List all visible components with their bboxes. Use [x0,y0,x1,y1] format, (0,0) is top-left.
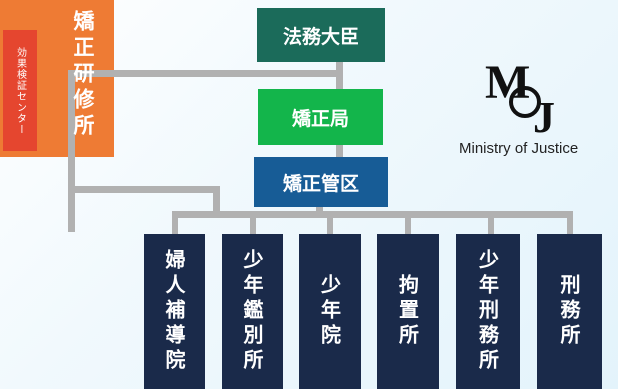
facility-label: 婦人補導院 [162,249,186,374]
facility-juvenile-prison: 少年刑務所 [456,234,520,389]
connector-drop-1 [172,211,178,234]
correction-bureau-box: 矯正局 [258,89,383,145]
effect-verification-center-box: 効果検証センター [3,30,37,151]
facility-label: 刑務所 [557,274,581,349]
connector-mid-branch [68,186,220,193]
minister-box: 法務大臣 [257,8,385,62]
facility-label: 拘置所 [395,274,420,349]
facility-detention-house: 拘置所 [377,234,439,389]
bureau-label: 矯正局 [291,107,349,130]
svg-text:M: M [485,56,530,109]
regional-correction-box: 矯正管区 [254,157,388,207]
connector-drop-2 [250,211,256,234]
logo-caption: Ministry of Justice [459,140,579,157]
connector-drop-4 [405,211,411,234]
training-institute-label-wrap: 矯正研修所 [58,10,108,150]
svg-text:J: J [533,93,555,136]
facility-juvenile-classification-home: 少年鑑別所 [222,234,283,389]
facility-prison: 刑務所 [537,234,602,389]
connector-top-branch [68,70,343,77]
connector-drop-5 [488,211,494,234]
facility-label: 少年鑑別所 [240,249,264,374]
regional-label: 矯正管区 [282,172,359,195]
connector-mid-drop [213,186,220,214]
facility-juvenile-training-school: 少年院 [299,234,361,389]
training-institute-label: 矯正研修所 [71,10,95,140]
facility-label: 少年刑務所 [475,249,500,374]
connector-facility-bar [172,211,573,218]
connector-drop-6 [567,211,573,234]
minister-label: 法務大臣 [282,25,359,48]
connector-left-spine [68,70,75,232]
training-institute-box: 効果検証センター 矯正研修所 [0,0,114,157]
connector-drop-3 [327,211,333,234]
effect-verification-center-label: 効果検証センター [14,46,26,135]
facility-label: 少年院 [317,274,342,349]
facility-womens-guidance-home: 婦人補導院 [144,234,205,389]
moj-logo: M J [485,56,555,136]
